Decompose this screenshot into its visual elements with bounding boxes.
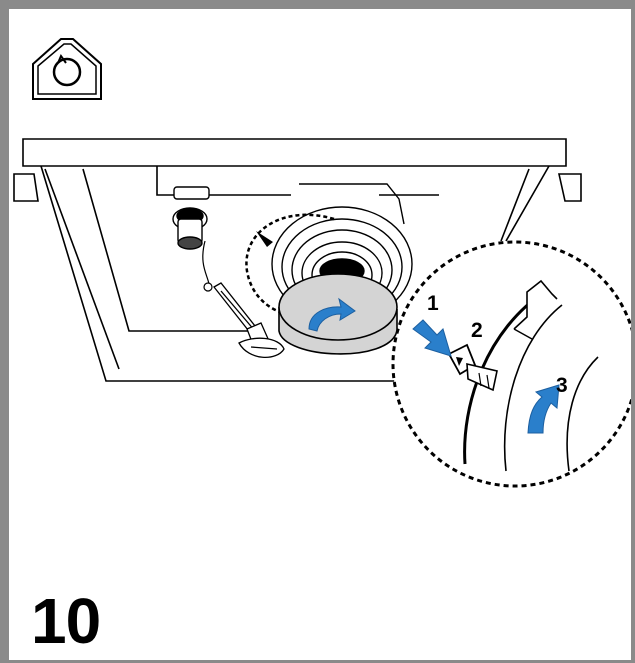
callout-1: 1 bbox=[427, 292, 439, 315]
step-number: 10 bbox=[31, 585, 101, 657]
push-arrow-icon bbox=[412, 319, 452, 357]
diagram-canvas: 1 2 3 bbox=[13, 38, 631, 488]
maintenance-icon bbox=[32, 38, 102, 100]
callout-2: 2 bbox=[471, 319, 483, 342]
rotation-path bbox=[245, 213, 335, 316]
rotate-on-disc-icon bbox=[308, 297, 356, 332]
cable bbox=[202, 240, 210, 285]
rotate-arrow-icon bbox=[527, 384, 560, 434]
lamp-tube bbox=[213, 282, 285, 358]
light-bulb bbox=[172, 186, 210, 250]
detail-zoom-circle bbox=[391, 240, 631, 488]
callout-3: 3 bbox=[556, 374, 568, 397]
rotation-arrow-icon bbox=[256, 231, 273, 247]
range-hood-frame bbox=[13, 138, 582, 382]
